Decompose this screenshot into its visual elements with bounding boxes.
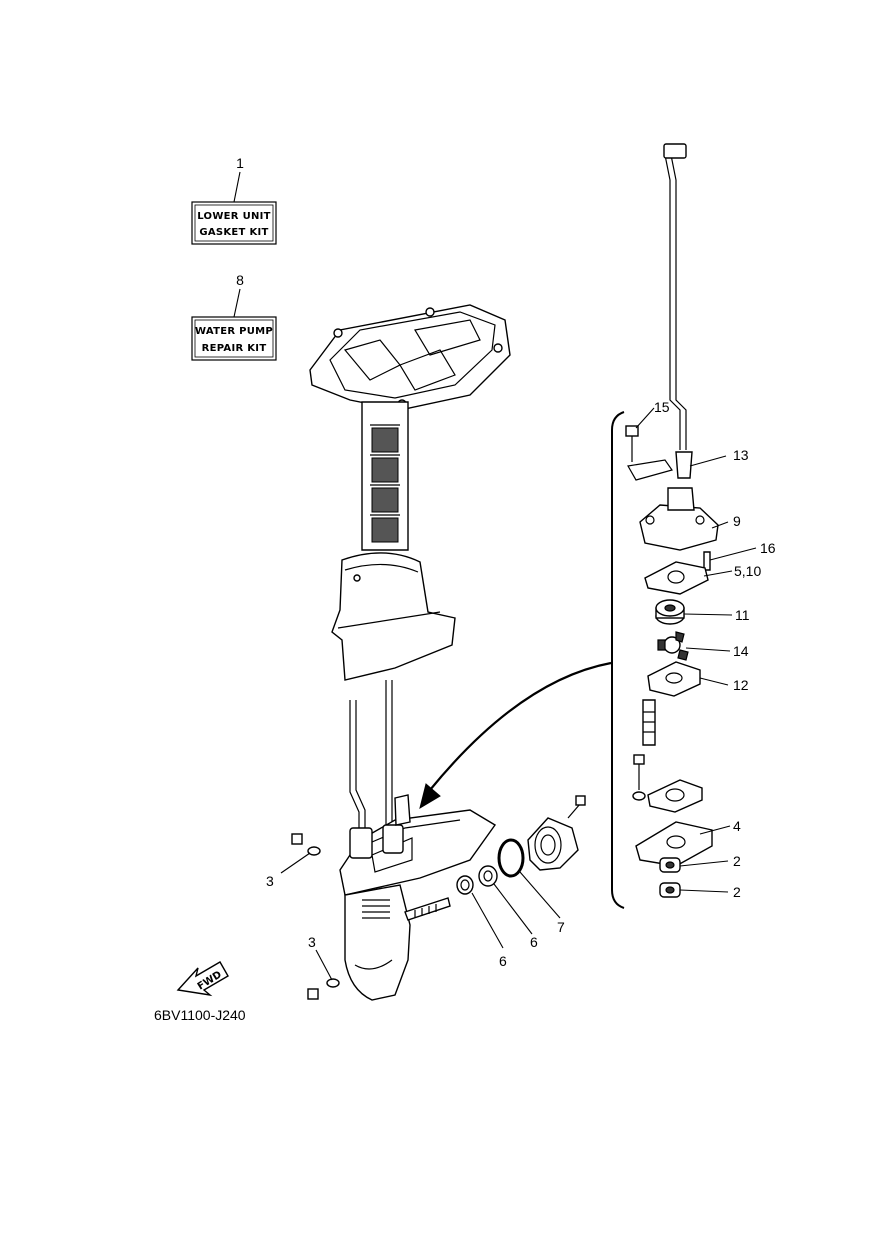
lower-casing — [339, 794, 497, 1001]
callout-16: 16 — [760, 540, 776, 556]
diagram-code: 6BV1100-J240 — [154, 1007, 246, 1023]
callout-6-left: 6 — [499, 953, 507, 969]
gasket-kit-line1: LOWER UNIT — [197, 211, 271, 222]
callout-7: 7 — [557, 919, 565, 935]
callout-15: 15 — [654, 399, 670, 415]
callout-numbers: 15 13 9 16 5,10 11 14 12 4 2 2 3 3 6 6 7 — [266, 399, 776, 969]
callout-8: 8 — [236, 272, 244, 288]
gasket-kit-line2: GASKET KIT — [199, 227, 268, 238]
water-pump-exploded — [625, 143, 719, 898]
gasket-kit-label: 1 LOWER UNIT GASKET KIT — [191, 155, 277, 245]
callout-12: 12 — [733, 677, 749, 693]
callout-11: 11 — [735, 607, 750, 623]
water-pump-kit-label: 8 WATER PUMP REPAIR KIT — [191, 272, 277, 361]
callout-4: 4 — [733, 818, 741, 834]
leader-lines — [280, 407, 757, 981]
callout-14: 14 — [733, 643, 749, 659]
lower-fasteners — [291, 795, 586, 1000]
group-bracket — [611, 411, 625, 909]
fwd-arrow: FWD — [176, 961, 229, 997]
callout-6-right: 6 — [530, 934, 538, 950]
assembly-arrow — [419, 661, 612, 810]
callout-9: 9 — [733, 513, 741, 529]
callout-2-upper: 2 — [733, 853, 741, 869]
water-pump-kit-line2: REPAIR KIT — [202, 343, 267, 354]
callout-2-lower: 2 — [733, 884, 741, 900]
callout-3-lower: 3 — [308, 934, 316, 950]
callout-3-upper: 3 — [266, 873, 274, 889]
callout-13: 13 — [733, 447, 749, 463]
drive-shaft-housing — [309, 304, 511, 832]
callout-1: 1 — [236, 155, 244, 171]
callout-5-10: 5,10 — [734, 563, 761, 579]
water-pump-kit-line1: WATER PUMP — [195, 326, 273, 337]
